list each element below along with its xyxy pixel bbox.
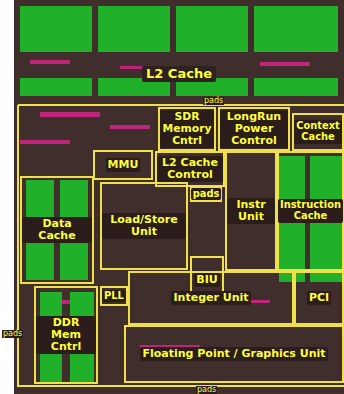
pll-box: PLL — [100, 286, 128, 306]
controller-box: SDR Memory Cntrl — [158, 107, 216, 151]
mmu-box: MMU — [93, 150, 153, 180]
block-label: Context Cache — [294, 120, 342, 144]
block-label: Load/Store Unit — [102, 213, 186, 239]
die-body — [14, 0, 344, 394]
unit-box: Integer Unit — [128, 271, 294, 325]
cache-box: Data Cache — [20, 176, 94, 284]
block-label: DDR Mem Cntrl — [36, 316, 96, 354]
pads-label: pads — [2, 330, 23, 338]
controller-box: DDR Mem Cntrl — [34, 286, 98, 384]
cache-band: L2 Cache — [18, 4, 340, 96]
block-label: Instr Unit — [227, 198, 275, 224]
cache-box: Context Cache — [292, 113, 344, 151]
block-label: MMU — [106, 158, 141, 172]
cache-box: Instruction Cache — [277, 151, 344, 271]
block-label: PLL — [102, 290, 126, 303]
unit-box: Load/Store Unit — [100, 182, 188, 270]
wiring-specks — [20, 60, 310, 348]
block-label: Data Cache — [22, 217, 92, 243]
block-label: L2 Cache Control — [157, 156, 223, 182]
pads-box: pads — [190, 186, 222, 202]
block-label: Integer Unit — [171, 291, 250, 305]
block-label: Floating Point / Graphics Unit — [140, 347, 327, 361]
die-outline — [18, 104, 344, 106]
l2-cache-arrays — [20, 6, 338, 96]
unit-box: Instr Unit — [225, 151, 277, 271]
block-label: BIU — [194, 273, 219, 287]
block-label: L2 Cache — [142, 66, 216, 82]
block-label: SDR Memory Cntrl — [160, 110, 214, 148]
block-label: PCI — [307, 291, 331, 305]
pads-label: pads — [196, 386, 217, 394]
unit-box: Floating Point / Graphics Unit — [124, 325, 344, 383]
block-label: pads — [191, 188, 222, 201]
block-label: Instruction Cache — [278, 199, 343, 223]
pads-label: pads — [203, 97, 224, 105]
power-box: LongRun Power Control — [218, 107, 290, 151]
die-outline — [18, 105, 344, 386]
io-box: PCI — [294, 271, 344, 325]
cache-arrays — [26, 156, 342, 382]
block-label: LongRun Power Control — [220, 110, 288, 148]
